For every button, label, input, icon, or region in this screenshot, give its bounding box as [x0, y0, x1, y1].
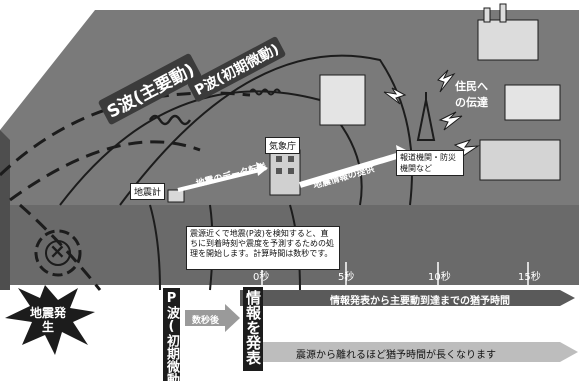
tv-media-label: 報道機関・防災機関など	[396, 150, 464, 176]
lightning-icon-3	[383, 87, 407, 105]
jma-label: 気象庁	[265, 137, 301, 154]
epicenter-ring-inner	[45, 240, 71, 266]
info-delivery-arrow	[299, 152, 401, 188]
houses-icon	[479, 139, 561, 181]
underground-arc-2	[149, 204, 161, 291]
s-wave-squiggle	[148, 114, 192, 126]
tick-5: 5秒	[338, 272, 355, 283]
seismometer-label: 地震計	[130, 183, 166, 200]
office-building-icon	[319, 74, 366, 126]
ground-side-face	[0, 130, 10, 290]
lightning-icon-2	[438, 111, 463, 131]
jma-building-icon	[269, 149, 301, 196]
processing-callout: 震源近くで地震(P波)を検知すると、直ちに到着時刻や震度を予測するための処理を開…	[186, 226, 340, 270]
tick-10: 10秒	[428, 272, 451, 283]
wave-arc-p	[119, 54, 413, 206]
tick-15: 15秒	[518, 272, 541, 283]
seismometer-icon	[167, 189, 185, 203]
p-detect-label: P波(初期微動)の検知	[163, 288, 180, 381]
wave-arc-s	[59, 90, 363, 206]
hospital-icon	[504, 84, 561, 121]
transmitter-tower-icon	[416, 99, 436, 141]
lightning-icon-1	[437, 69, 456, 93]
announce-label: 情報を発表	[243, 287, 263, 371]
residents-label: 住民への伝達	[455, 80, 488, 109]
timeline-bar	[240, 290, 575, 306]
p-wave-squiggle	[249, 88, 281, 96]
seconds-label: 数秒後	[192, 316, 220, 326]
tick-0: 0秒	[253, 272, 270, 283]
bottom-banner-arrow	[260, 342, 578, 362]
bottom-caption: 震源から離れるほど猶予時間が長くなります	[296, 350, 496, 361]
timeline-caption: 情報発表から主要動到達までの猶予時間	[330, 296, 510, 307]
lightning-icon-4	[453, 139, 480, 160]
epicenter-ring-outer	[34, 229, 82, 277]
earthquake-label: 地震発生	[30, 306, 67, 334]
seconds-arrow	[185, 304, 240, 332]
factory-icon	[477, 19, 539, 61]
data-transfer-arrow	[177, 168, 261, 192]
underground-arc-1	[19, 203, 102, 291]
epicenter-mark: ×	[49, 239, 66, 263]
data-transfer-arrowhead	[256, 162, 268, 176]
earthquake-burst-icon	[5, 285, 95, 355]
